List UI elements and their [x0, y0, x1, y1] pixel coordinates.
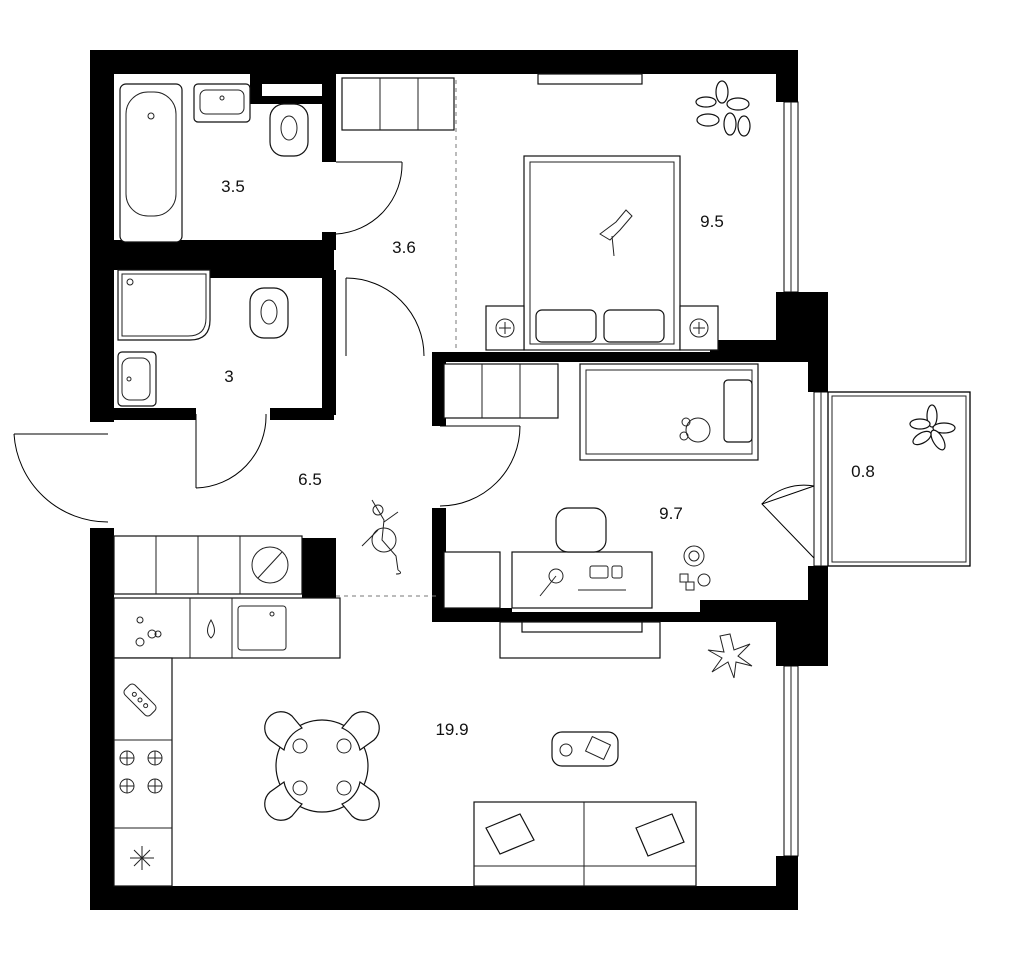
- area-label-hallway-upper: 3.6: [392, 238, 416, 257]
- windows: [783, 101, 829, 857]
- area-label-shower-room: 3: [224, 367, 234, 386]
- doors: [13, 80, 521, 597]
- area-label-kids-room: 9.7: [659, 504, 683, 523]
- area-label-balcony: 0.8: [851, 462, 875, 481]
- living-kitchen: [113, 404, 956, 887]
- area-label-entry-hall: 6.5: [298, 470, 322, 489]
- kids-room: [443, 363, 759, 609]
- walls: [90, 50, 828, 910]
- entry-hall: [361, 499, 402, 575]
- bedroom: [485, 73, 751, 351]
- plant-icon: [909, 404, 956, 451]
- bathroom: [119, 77, 455, 243]
- plant-icon: [707, 633, 753, 679]
- balcony: [761, 391, 971, 567]
- area-label-living-kitchen: 19.9: [435, 720, 469, 739]
- area-label-bedroom: 9.5: [700, 212, 724, 231]
- area-label-bathroom: 3.5: [221, 177, 245, 196]
- shower-room: [117, 269, 289, 407]
